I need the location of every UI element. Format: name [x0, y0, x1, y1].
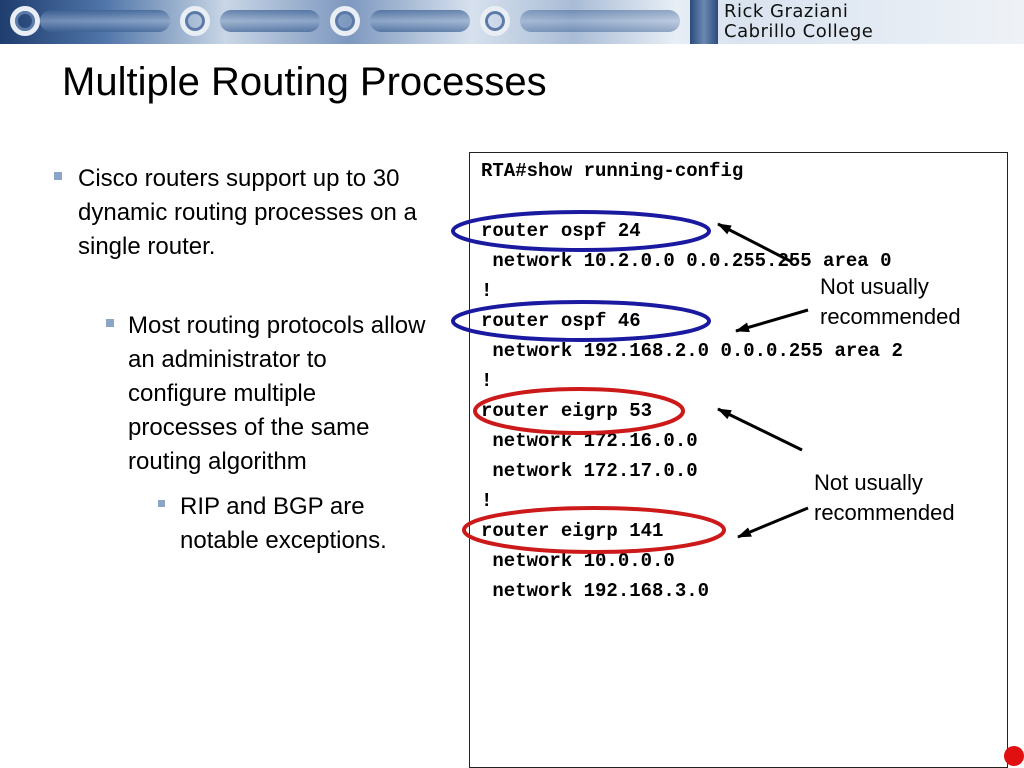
banner-coil-graphic: [180, 6, 210, 36]
banner-cable-graphic: [370, 10, 470, 32]
config-line: network 192.168.2.0 0.0.0.255 area 2: [481, 340, 903, 362]
running-config-box: RTA#show running-config router ospf 24 n…: [469, 152, 1008, 768]
note-line: recommended: [814, 500, 955, 525]
bullet-item-level-3: RIP and BGP are notable exceptions.: [154, 490, 434, 558]
banner-cable-graphic: [220, 10, 320, 32]
banner-separator: [690, 0, 718, 44]
banner-cable-graphic: [520, 10, 680, 32]
author-name: Rick Graziani: [724, 1, 849, 22]
config-line: network 172.16.0.0: [481, 430, 698, 452]
config-line: !: [481, 370, 493, 392]
config-line: !: [481, 280, 493, 302]
slide-title: Multiple Routing Processes: [62, 60, 547, 104]
banner-author-block: Rick Graziani Cabrillo College: [724, 0, 1024, 44]
square-bullet-icon: [54, 172, 62, 180]
note-line: recommended: [820, 304, 961, 329]
config-line: router ospf 46: [481, 310, 641, 332]
banner-coil-graphic: [480, 6, 510, 36]
square-bullet-icon: [158, 500, 165, 507]
author-institution: Cabrillo College: [724, 21, 874, 42]
config-line: router eigrp 53: [481, 400, 653, 422]
banner-cable-graphic: [40, 10, 170, 32]
note-not-usually-recommended-bottom: Not usually recommended: [812, 468, 957, 528]
config-line: network 10.0.0.0: [481, 550, 675, 572]
note-line: Not usually: [814, 470, 923, 495]
square-bullet-icon: [106, 319, 114, 327]
bullet-text: RIP and BGP are notable exceptions.: [180, 493, 387, 554]
bullet-item-level-1: Cisco routers support up to 30 dynamic r…: [50, 162, 435, 264]
config-line: router ospf 24: [481, 220, 641, 242]
config-line: router eigrp 141: [481, 520, 664, 542]
bullet-text: Cisco routers support up to 30 dynamic r…: [78, 165, 417, 260]
bullet-item-level-2: Most routing protocols allow an administ…: [102, 309, 432, 479]
banner-coil-graphic: [330, 6, 360, 36]
bullet-text: Most routing protocols allow an administ…: [128, 312, 426, 475]
slide-indicator-dot: [1004, 746, 1024, 766]
config-line: network 192.168.3.0: [481, 580, 710, 602]
config-line: !: [481, 490, 493, 512]
config-line: RTA#show running-config: [481, 160, 744, 182]
config-line: network 172.17.0.0: [481, 460, 698, 482]
banner-coil-graphic: [10, 6, 40, 36]
note-not-usually-recommended-top: Not usually recommended: [818, 272, 963, 332]
note-line: Not usually: [820, 274, 929, 299]
header-banner: Rick Graziani Cabrillo College: [0, 0, 1024, 44]
